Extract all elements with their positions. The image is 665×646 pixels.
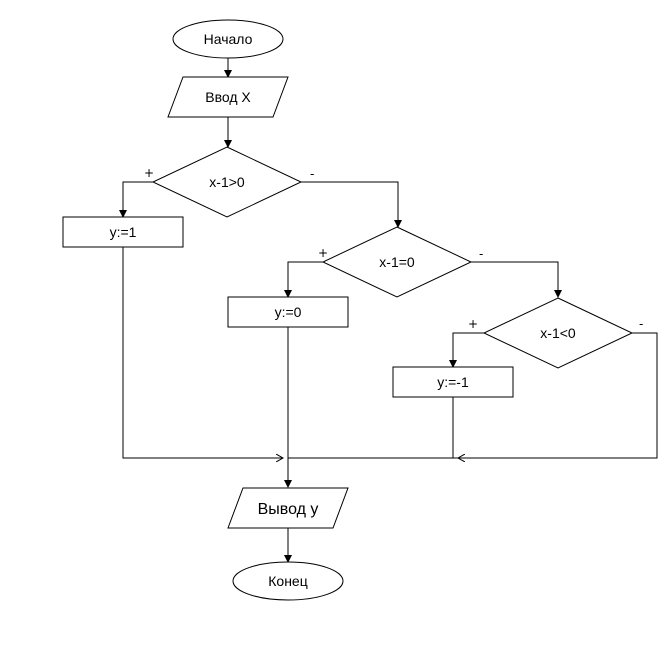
decision1-no-sign: - <box>310 167 314 181</box>
decision3-yes-sign: + <box>468 317 478 331</box>
assign1-block: y:=1 <box>62 216 184 248</box>
input-block: Ввод Х <box>167 76 289 118</box>
edge-decision2-yes <box>284 261 323 298</box>
decision1: x-1>0 <box>151 146 303 218</box>
assign2-label: y:=0 <box>275 304 302 320</box>
output-block: Вывод у <box>227 487 349 529</box>
output-label: Вывод у <box>258 501 319 518</box>
edge-assign1-merge <box>122 247 283 458</box>
decision1-yes-sign: + <box>144 166 154 180</box>
end-label: Конец <box>268 573 307 589</box>
decision2: x-1=0 <box>321 226 473 298</box>
assign1-label: y:=1 <box>110 224 137 240</box>
edge-decision2-no <box>471 261 562 298</box>
input-label: Ввод Х <box>205 89 251 105</box>
decision3: x-1<0 <box>482 297 634 369</box>
edge-decision3-no <box>458 332 658 458</box>
decision2-label: x-1=0 <box>379 254 415 270</box>
edge-decision1-no <box>301 181 402 228</box>
assign2-block: y:=0 <box>227 296 349 328</box>
decision2-yes-sign: + <box>318 246 328 260</box>
decision3-label: x-1<0 <box>540 325 576 341</box>
edge-decision3-yes <box>449 332 484 368</box>
start-label: Начало <box>204 31 253 47</box>
decision2-no-sign: - <box>479 247 483 261</box>
decision3-no-sign: - <box>639 317 643 331</box>
connectors <box>119 58 658 563</box>
end-terminator: Конец <box>232 561 344 601</box>
start-terminator: Начало <box>172 19 284 59</box>
decision1-label: x-1>0 <box>209 174 245 190</box>
assign3-label: y:=-1 <box>437 374 469 390</box>
edge-decision1-yes <box>119 181 153 218</box>
assign3-block: y:=-1 <box>392 366 514 398</box>
